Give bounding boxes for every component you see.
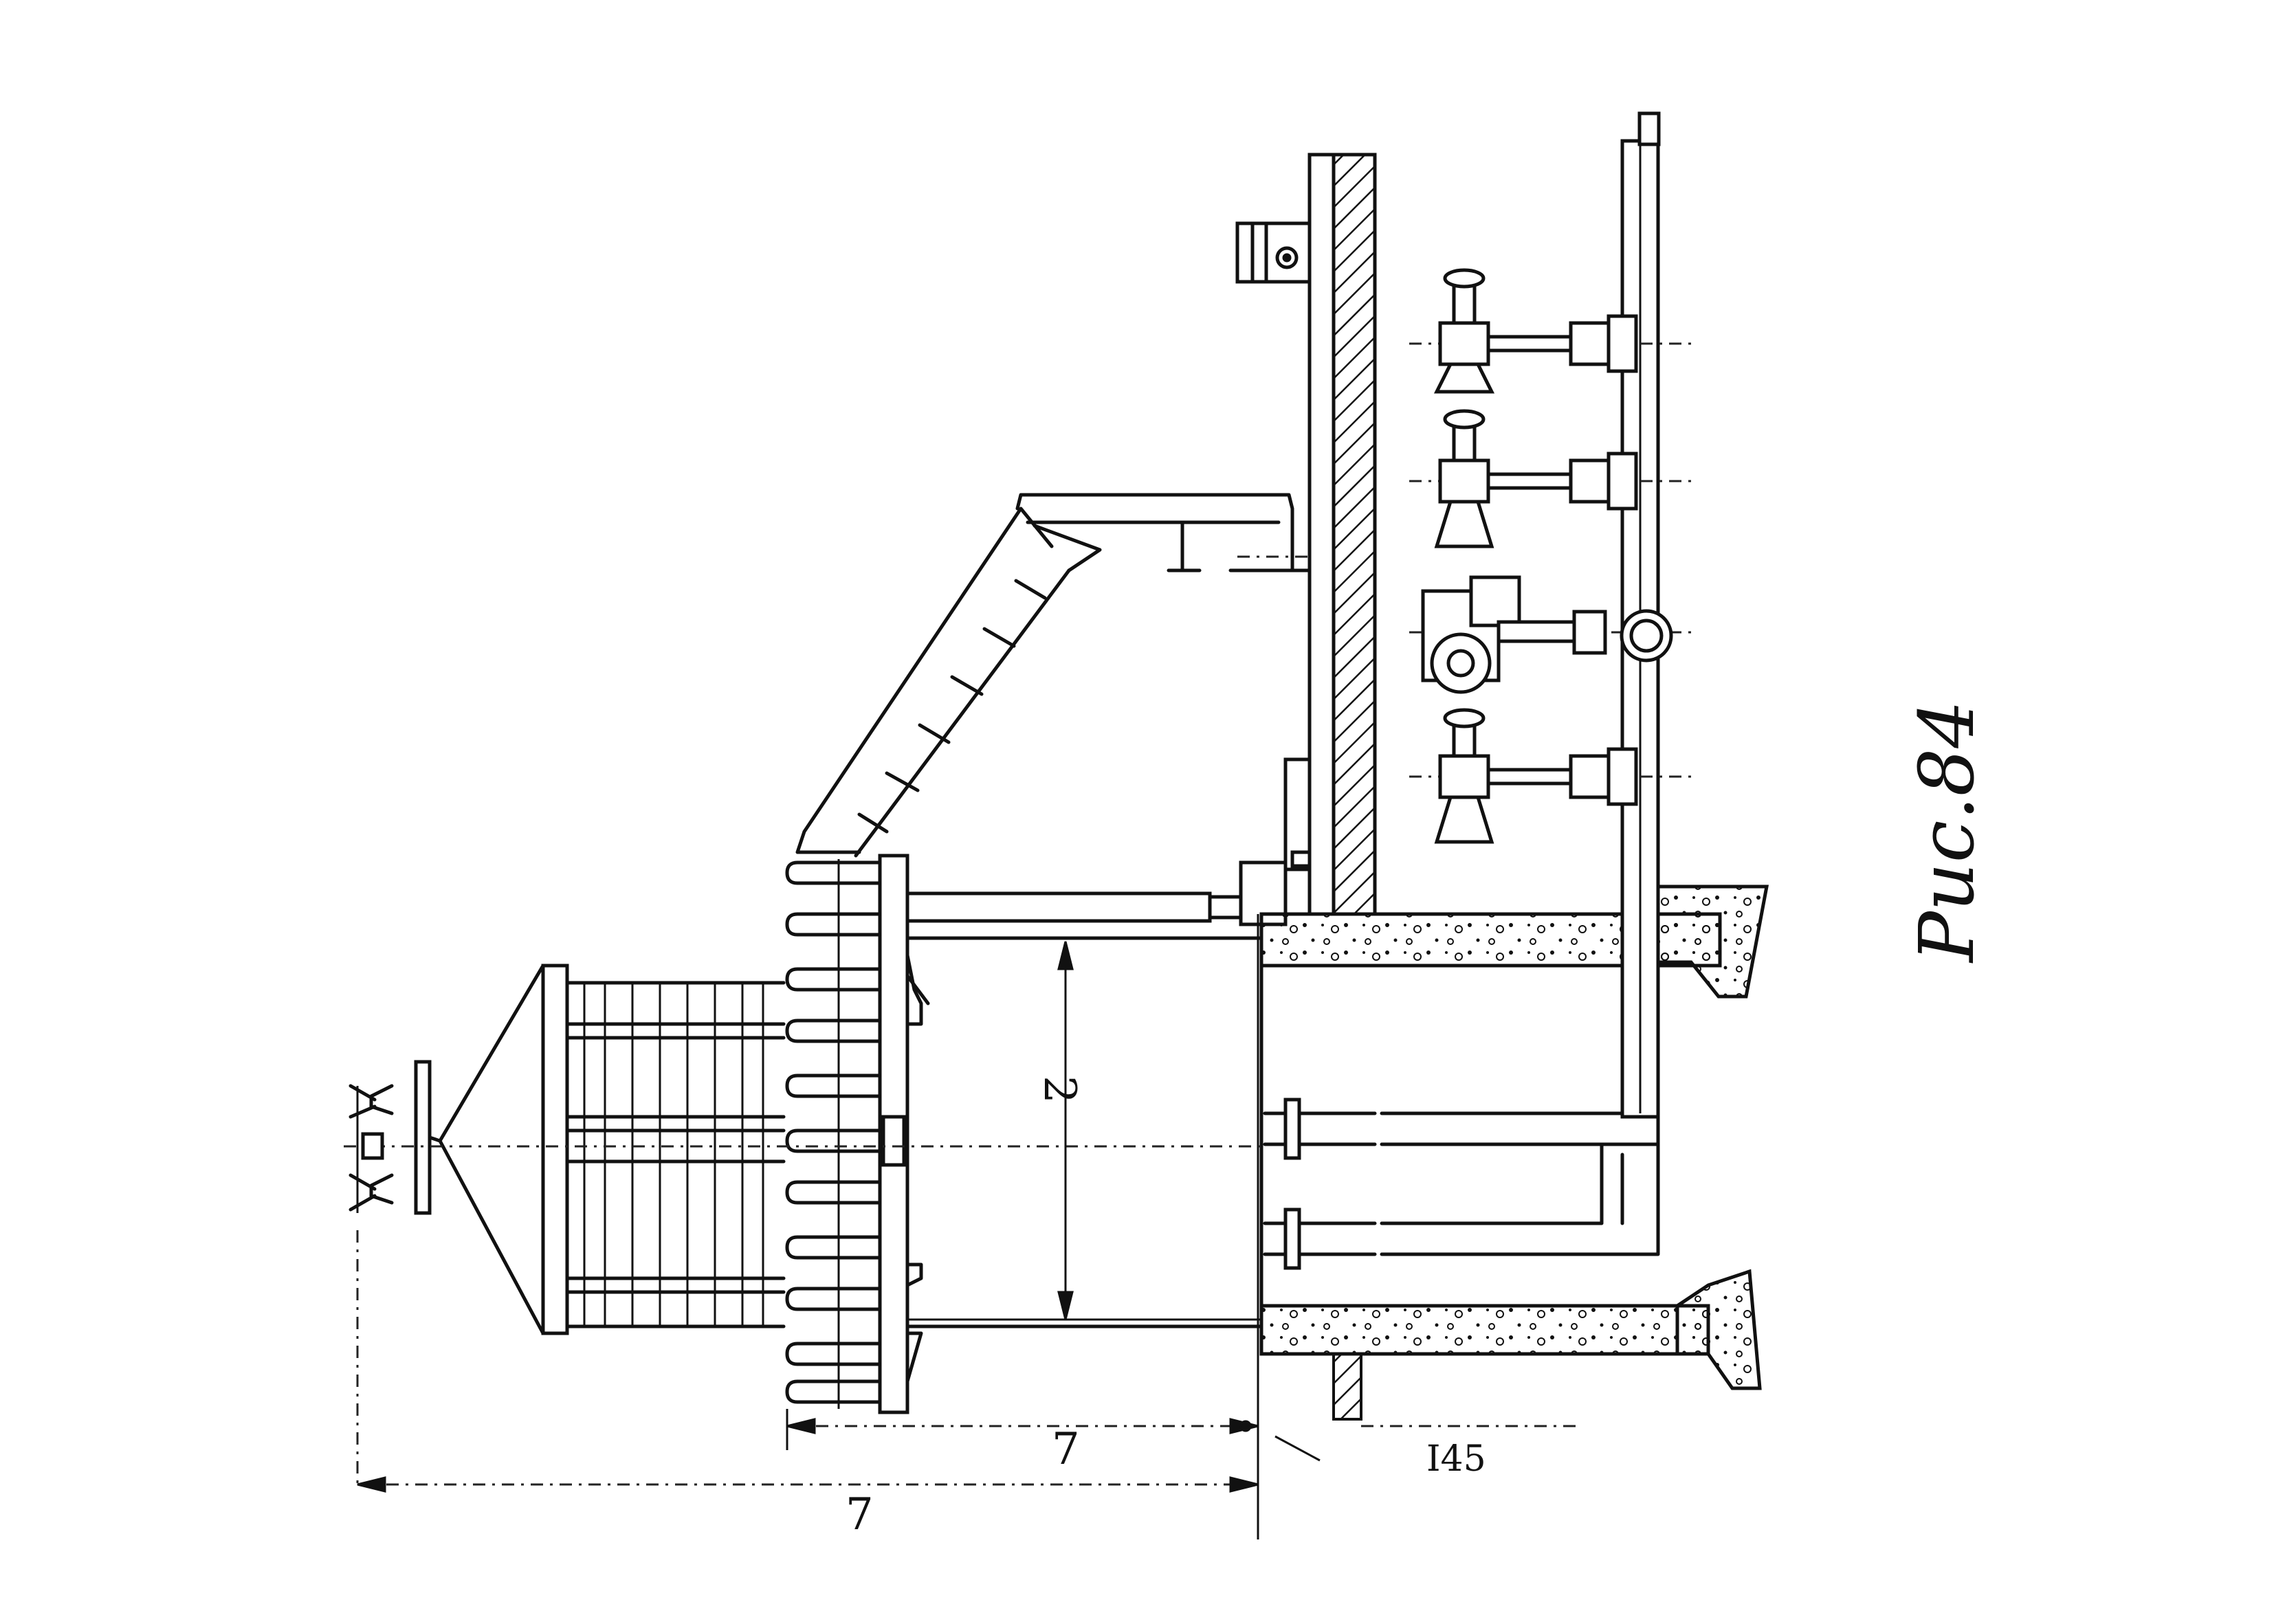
dim-label-upper: 7 [1052, 1424, 1080, 1475]
figure-caption: Рис.84 [1903, 700, 1991, 964]
dimension-lines [356, 941, 1581, 1493]
platform-beam [905, 757, 1312, 926]
valve-1 [1409, 268, 1691, 394]
vent-arrows [349, 1084, 394, 1213]
dim-label-right: I45 [1426, 1438, 1486, 1480]
dim-label-vertical: 2 [1034, 1076, 1085, 1104]
valve-4 [1409, 708, 1691, 844]
wall [1307, 153, 1377, 916]
pit-wall [1257, 912, 1263, 1539]
valve-3-motorized [1409, 575, 1691, 694]
ladder [795, 507, 1102, 858]
concrete-floor-upper [1259, 885, 1769, 999]
column-body [878, 854, 1263, 1414]
dim-label-lower: 7 [846, 1489, 874, 1540]
cage-frame [541, 964, 786, 1335]
handrail [1015, 493, 1312, 572]
coil-tubes [785, 859, 882, 1409]
wall-bracket [1235, 221, 1312, 284]
pit-pipes [1263, 912, 1660, 1270]
valve-2 [1409, 409, 1691, 548]
conical-cap [414, 964, 545, 1335]
concrete-floor-lower [1259, 1269, 1762, 1421]
